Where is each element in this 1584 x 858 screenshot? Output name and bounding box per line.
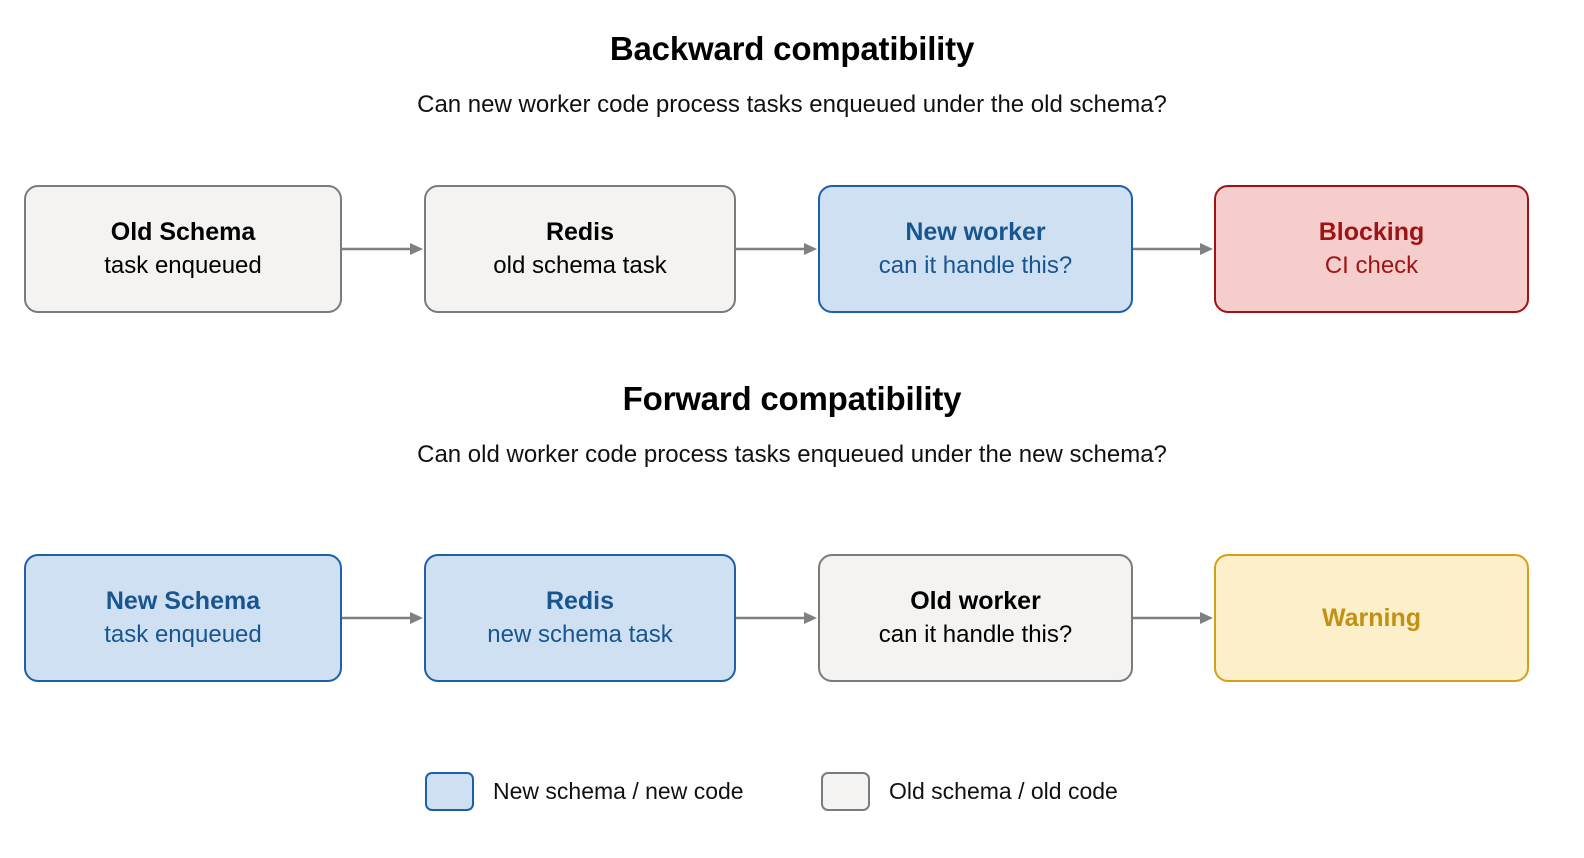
forward-flow-row: New Schema task enqueued Redis new schem… — [0, 554, 1584, 684]
backward-compatibility-subtitle: Can new worker code process tasks enqueu… — [417, 91, 1167, 118]
forward-compatibility-title: Forward compatibility — [622, 380, 962, 417]
arrow-right-icon — [1133, 240, 1214, 258]
node-title: Old Schema — [110, 218, 256, 246]
node-subtitle: old schema task — [493, 252, 667, 279]
node-blocking-ci-check: Blocking CI check — [1214, 185, 1529, 313]
backward-compatibility-title: Backward compatibility — [609, 30, 975, 67]
node-title: Redis — [545, 587, 615, 615]
arrow-right-icon — [342, 609, 424, 627]
node-title: Warning — [1321, 604, 1422, 632]
arrow-right-icon — [736, 240, 818, 258]
node-title: New worker — [905, 218, 1046, 246]
node-subtitle: can it handle this? — [878, 621, 1073, 648]
node-subtitle: can it handle this? — [878, 252, 1073, 279]
arrow-right-icon — [736, 609, 818, 627]
legend-item-new-schema: New schema / new code — [425, 768, 744, 814]
backward-flow-row: Old Schema task enqueued Redis old schem… — [0, 185, 1584, 315]
node-old-worker: Old worker can it handle this? — [818, 554, 1133, 682]
legend: New schema / new code Old schema / old c… — [0, 768, 1584, 818]
node-old-schema: Old Schema task enqueued — [24, 185, 342, 313]
legend-swatch-blue — [425, 771, 474, 811]
node-redis-new: Redis new schema task — [424, 554, 736, 682]
node-title: Old worker — [910, 587, 1041, 615]
legend-label: New schema / new code — [493, 777, 744, 804]
arrow-right-icon — [1133, 609, 1214, 627]
arrow-right-icon — [342, 240, 424, 258]
node-new-worker: New worker can it handle this? — [818, 185, 1133, 313]
legend-item-old-schema: Old schema / old code — [821, 768, 1118, 814]
node-redis-old: Redis old schema task — [424, 185, 736, 313]
forward-compatibility-subtitle: Can old worker code process tasks enqueu… — [417, 441, 1167, 468]
legend-swatch-grey — [821, 771, 870, 811]
node-new-schema: New Schema task enqueued — [24, 554, 342, 682]
node-subtitle: CI check — [1324, 252, 1419, 279]
node-title: New Schema — [105, 587, 261, 615]
node-subtitle: task enqueued — [104, 252, 262, 279]
node-title: Blocking — [1318, 218, 1425, 246]
node-subtitle: task enqueued — [104, 621, 262, 648]
legend-label: Old schema / old code — [889, 777, 1118, 804]
node-warning: Warning — [1214, 554, 1529, 682]
node-title: Redis — [545, 218, 615, 246]
node-subtitle: new schema task — [487, 621, 673, 648]
